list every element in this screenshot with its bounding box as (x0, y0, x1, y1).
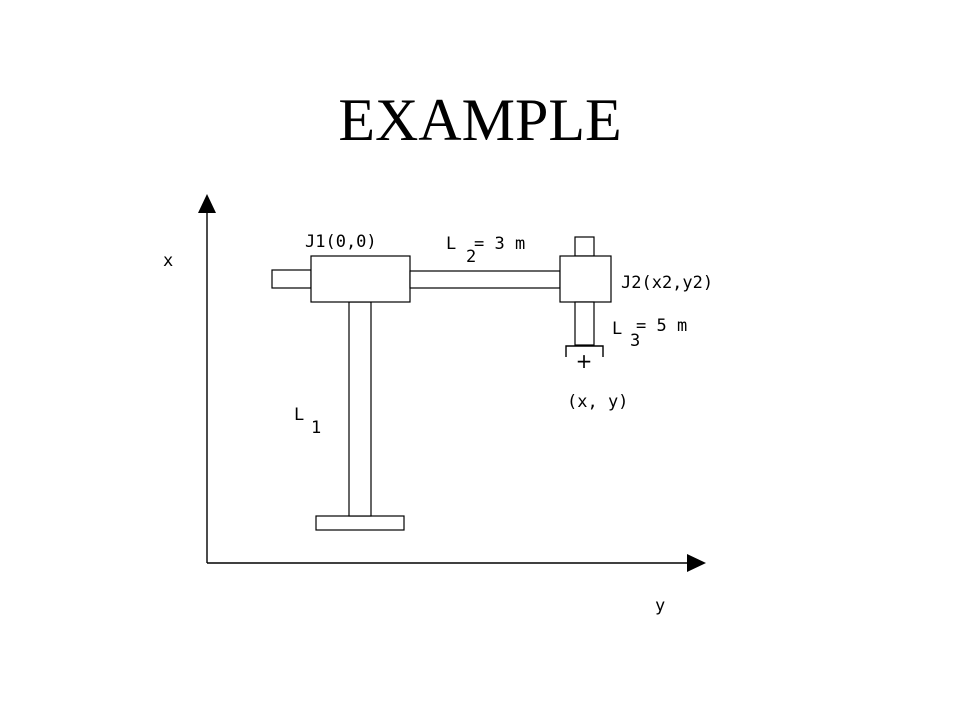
link3-length: = 5 m (636, 316, 687, 336)
slide-title: EXAMPLE (338, 87, 622, 153)
joint2-label: J2(x2,y2) (621, 273, 713, 293)
coordinate-axes: x y (163, 194, 706, 616)
base-plate (315, 515, 405, 531)
end-effector-symbol: + (576, 349, 593, 373)
link2-length: = 3 m (474, 234, 525, 254)
link1-column (348, 301, 372, 517)
x-axis-label: x (163, 251, 173, 271)
joint1-block (310, 255, 411, 303)
end-effector-bracket (565, 345, 604, 357)
x-axis-arrowhead (198, 194, 216, 213)
joint2-top-stub (574, 236, 595, 257)
joint2-block (559, 255, 612, 303)
link3-subscript: 3 (630, 331, 640, 351)
link3-letter: L (612, 319, 622, 339)
joint1-label: J1(0,0) (305, 232, 377, 252)
link2-arm (409, 270, 561, 289)
link2-subscript: 2 (466, 247, 476, 267)
link2-letter: L (446, 234, 456, 254)
link3-column (574, 301, 595, 346)
y-axis-arrowhead (687, 554, 706, 572)
link1-letter: L (294, 405, 304, 425)
joint1-left-stub (271, 269, 312, 289)
end-effector-label: (x, y) (567, 392, 628, 412)
y-axis-label: y (655, 596, 665, 616)
link1-subscript: 1 (311, 418, 321, 438)
